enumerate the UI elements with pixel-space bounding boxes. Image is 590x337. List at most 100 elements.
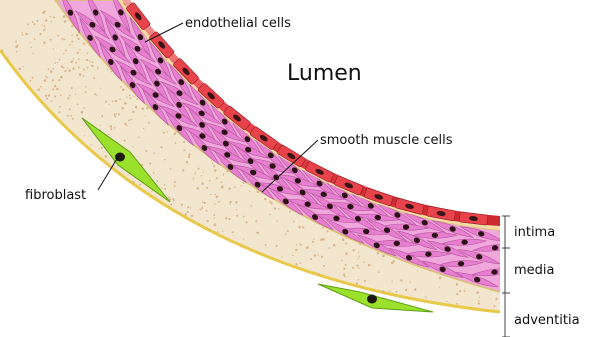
stipple-dot <box>456 293 458 295</box>
stipple-dot <box>55 62 57 64</box>
stipple-dot <box>149 163 151 165</box>
stipple-dot <box>356 265 358 267</box>
stipple-dot <box>216 196 219 199</box>
stipple-dot <box>59 59 61 61</box>
stipple-dot <box>33 23 35 25</box>
stipple-dot <box>122 89 125 92</box>
stipple-dot <box>124 140 126 142</box>
stipple-dot <box>91 65 93 67</box>
stipple-dot <box>60 94 62 96</box>
stipple-dot <box>133 96 134 97</box>
stipple-dot <box>228 188 230 190</box>
stipple-dot <box>303 227 305 229</box>
stipple-dot <box>174 185 176 187</box>
stipple-dot <box>211 160 212 161</box>
stipple-dot <box>228 218 230 220</box>
stipple-dot <box>97 67 99 69</box>
stipple-dot <box>417 270 418 271</box>
stipple-dot <box>72 118 74 120</box>
stipple-dot <box>343 274 345 276</box>
stipple-dot <box>359 255 360 256</box>
stipple-dot <box>87 67 89 69</box>
stipple-dot <box>92 61 94 63</box>
stipple-dot <box>289 211 291 213</box>
stipple-dot <box>91 144 92 145</box>
layer-bracket <box>502 216 510 337</box>
stipple-dot <box>40 86 42 88</box>
stipple-dot <box>124 123 126 125</box>
stipple-dot <box>70 115 72 117</box>
stipple-dot <box>132 146 133 147</box>
stipple-dot <box>292 255 294 257</box>
stipple-dot <box>174 181 176 183</box>
stipple-dot <box>300 244 302 246</box>
stipple-dot <box>223 173 224 174</box>
stipple-dot <box>128 119 130 121</box>
stipple-dot <box>478 302 480 304</box>
stipple-dot <box>344 276 346 278</box>
stipple-dot <box>34 38 36 40</box>
stipple-dot <box>33 53 35 55</box>
stipple-dot <box>214 169 217 172</box>
stipple-dot <box>219 201 221 203</box>
stipple-dot <box>67 97 69 99</box>
stipple-dot <box>200 175 202 177</box>
stipple-dot <box>83 107 85 109</box>
stipple-dot <box>358 267 359 268</box>
stipple-dot <box>345 264 347 266</box>
stipple-dot <box>67 115 69 117</box>
stipple-dot <box>459 290 461 292</box>
stipple-dot <box>90 61 91 62</box>
stipple-dot <box>204 202 206 204</box>
stipple-dot <box>494 305 496 307</box>
stipple-dot <box>213 214 215 216</box>
stipple-dot <box>299 243 300 244</box>
stipple-dot <box>132 181 134 183</box>
stipple-dot <box>50 70 53 73</box>
stipple-dot <box>363 286 364 287</box>
vessel-wall <box>0 0 517 312</box>
stipple-dot <box>164 159 166 161</box>
stipple-dot <box>52 88 54 90</box>
stipple-dot <box>212 163 214 165</box>
stipple-dot <box>60 76 63 79</box>
stipple-dot <box>94 93 96 95</box>
stipple-dot <box>54 95 56 97</box>
stipple-dot <box>143 128 145 130</box>
stipple-dot <box>139 184 141 186</box>
stipple-dot <box>50 39 52 41</box>
stipple-dot <box>42 12 45 15</box>
stipple-dot <box>456 303 458 305</box>
stipple-dot <box>46 98 48 100</box>
stipple-dot <box>44 79 47 82</box>
stipple-dot <box>391 262 393 264</box>
stipple-dot <box>256 232 258 234</box>
stipple-dot <box>83 43 85 45</box>
stipple-dot <box>50 16 52 18</box>
stipple-dot <box>194 172 196 174</box>
stipple-dot <box>190 215 192 217</box>
stipple-dot <box>295 263 297 265</box>
stipple-dot <box>64 70 66 72</box>
stipple-dot <box>215 194 216 195</box>
stipple-dot <box>84 135 85 136</box>
stipple-dot <box>25 33 27 35</box>
stipple-dot <box>27 23 29 25</box>
stipple-dot <box>223 174 224 175</box>
stipple-dot <box>183 141 185 143</box>
stipple-dot <box>64 39 65 40</box>
stipple-dot <box>276 221 277 222</box>
stipple-dot <box>100 88 101 89</box>
stipple-dot <box>184 213 186 215</box>
stipple-dot <box>396 291 398 293</box>
stipple-dot <box>68 69 71 72</box>
stipple-dot <box>271 202 273 204</box>
stipple-dot <box>161 187 162 188</box>
stipple-dot <box>186 161 188 163</box>
stipple-dot <box>295 249 297 251</box>
stipple-dot <box>57 62 58 63</box>
stipple-dot <box>22 34 24 36</box>
stipple-dot <box>222 231 223 232</box>
stipple-dot <box>86 59 88 61</box>
stipple-dot <box>71 61 73 63</box>
